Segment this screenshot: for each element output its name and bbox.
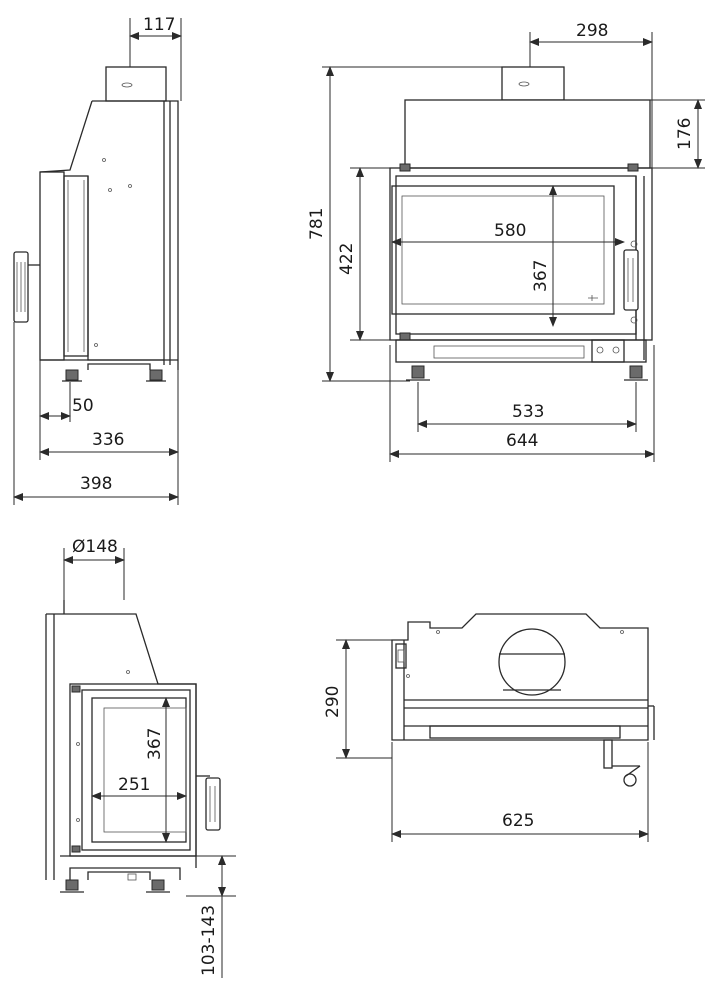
front-handle [623, 249, 639, 311]
side-body-floor [87, 176, 164, 361]
front-flue-collar [501, 66, 565, 101]
dim-top-depth: 290 [323, 686, 343, 718]
front-base [395, 339, 647, 363]
side-flue-collar [105, 66, 167, 102]
front-view: 298 176 781 422 580 367 533 644 [307, 21, 705, 462]
dim-side-total-depth: 398 [80, 474, 112, 494]
side-front-frame [39, 171, 65, 361]
dim-side2-glass-width: 251 [118, 775, 150, 795]
side-hood-outline [39, 100, 179, 370]
side2-door [81, 689, 191, 851]
dim-side2-glass-height: 367 [145, 728, 165, 760]
dim-flue-diameter: Ø148 [72, 537, 118, 557]
front-hood [404, 99, 651, 169]
dim-front-flue-offset: 298 [576, 21, 608, 41]
dim-side2-leg-range: 103-143 [199, 905, 219, 976]
front-glass [391, 185, 615, 315]
dim-front-opening-height: 422 [337, 243, 357, 275]
side-view: 117 50 336 398 [13, 15, 182, 505]
dim-front-flue-height: 176 [675, 118, 695, 150]
dim-side-body-depth: 336 [92, 430, 124, 450]
dim-front-total-width: 644 [506, 431, 538, 451]
top-handle-knob [623, 773, 637, 787]
front-foot-right [629, 365, 643, 379]
side2-hood [46, 613, 197, 856]
side2-body [69, 683, 197, 857]
front-foot-left [411, 365, 425, 379]
side-flue-hole [121, 82, 133, 88]
dim-side-offset: 50 [72, 396, 94, 416]
side-view-2: Ø148 367 251 [45, 537, 236, 978]
top-outline [391, 613, 649, 741]
dim-front-feet-span: 533 [512, 402, 544, 422]
side2-glass [91, 697, 187, 843]
side2-foot-front [65, 879, 79, 891]
side2-handle [205, 777, 221, 831]
dim-front-glass-height: 367 [531, 260, 551, 292]
side-foot-back [149, 369, 163, 381]
dim-front-total-height: 781 [307, 208, 327, 240]
side2-foot-back [151, 879, 165, 891]
top-flue-circle [498, 628, 566, 696]
side-foot-front [65, 369, 79, 381]
front-door-frame [395, 175, 637, 335]
dim-side-flue-width: 117 [143, 15, 175, 35]
dim-top-width: 625 [502, 811, 534, 831]
dim-front-glass-width: 580 [494, 221, 526, 241]
top-view: 290 625 [323, 613, 655, 842]
